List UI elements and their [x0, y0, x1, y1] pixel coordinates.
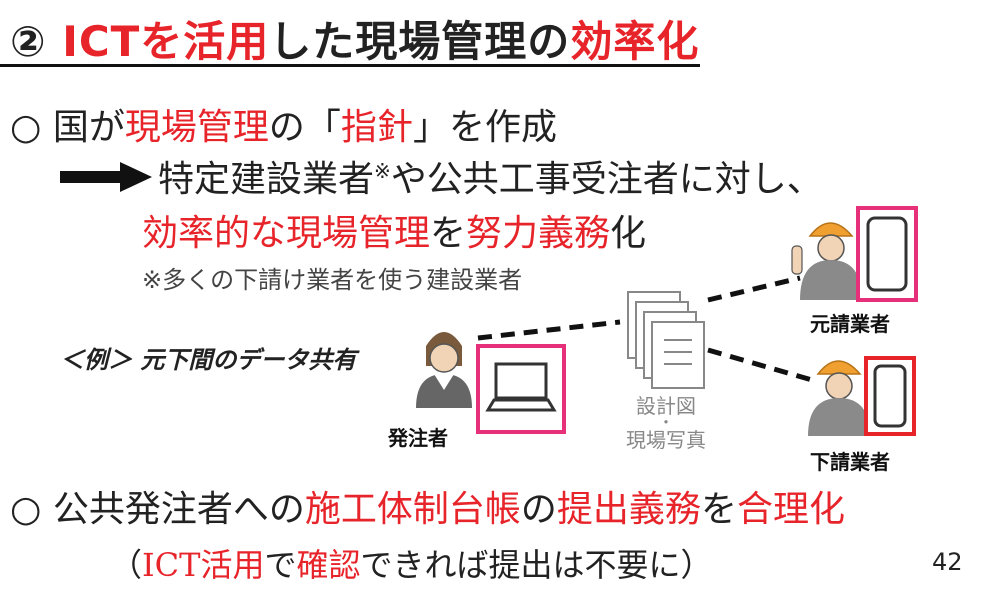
- target-line: 特定建設業者※や公共工事受注者に対し、: [158, 159, 823, 200]
- parenthetical-note: （ICT活用で確認できれば提出は不要に）: [110, 546, 713, 584]
- title-underline: [0, 64, 700, 67]
- documents-caption: 設計図 ・ 現場写真: [626, 394, 706, 452]
- title-efficiency: 効率化: [570, 17, 700, 66]
- orderer-label: 発注者: [388, 426, 448, 450]
- person-icon: [416, 332, 472, 408]
- effort-obligation-line: 効率的な現場管理を努力義務化: [142, 213, 647, 254]
- bullet-mark: ○: [10, 107, 42, 148]
- footnote: ※多くの下請け業者を使う建設業者: [142, 266, 523, 294]
- bullet-mark: ○: [10, 489, 42, 530]
- title-ict: ICTを活用: [62, 17, 270, 66]
- smartphone-icon: [864, 356, 916, 436]
- laptop-icon: [476, 344, 566, 434]
- arrow-right-icon: [60, 162, 152, 196]
- smartphone-icon: [856, 206, 918, 302]
- bullet-ledger: ○ 公共発注者への施工体制台帳の提出義務を合理化: [10, 489, 845, 530]
- subcontractor-label: 下請業者: [810, 450, 890, 474]
- title-number: ②: [10, 17, 47, 66]
- connector-docs-prime: [707, 275, 801, 303]
- documents-icon: [627, 291, 705, 389]
- slide-title: ② ICTを活用した現場管理の効率化: [10, 8, 699, 69]
- person-icon: [791, 222, 862, 300]
- title-middle: した現場管理の: [269, 17, 571, 66]
- page-number: 42: [932, 548, 963, 576]
- prime-contractor-label: 元請業者: [810, 312, 890, 336]
- bullet-guideline: ○ 国が現場管理の「指針」を作成: [10, 107, 557, 148]
- person-icon: [808, 360, 870, 436]
- connector-orderer-docs: [477, 319, 621, 341]
- connector-docs-sub: [707, 347, 813, 383]
- example-label: ＜例＞ 元下間のデータ共有: [60, 346, 357, 374]
